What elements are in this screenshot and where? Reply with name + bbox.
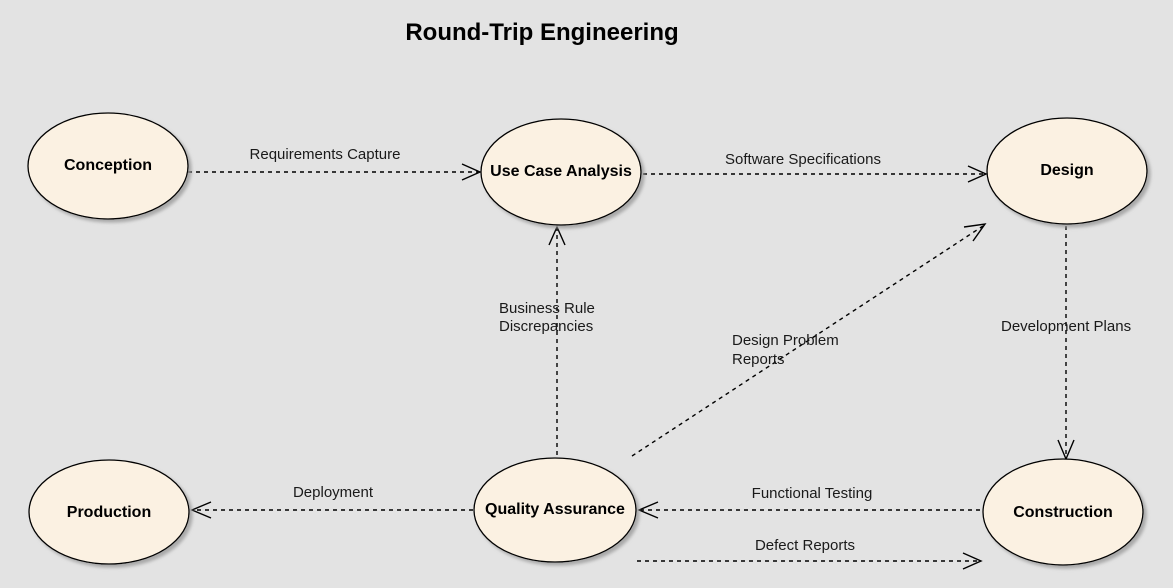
- edge-defect-reports: Defect Reports: [637, 537, 983, 570]
- node-use-case-analysis[interactable]: Use Case Analysis: [480, 118, 642, 226]
- edge-business-rule-discrepancies: Business Rule Discrepancies: [499, 225, 595, 455]
- edge-requirements-capture: Requirements Capture: [188, 146, 482, 181]
- node-label-design: Design: [1040, 162, 1093, 179]
- node-label-conception: Conception: [64, 157, 152, 174]
- edge-label-business-rule: Business Rule: [499, 300, 595, 317]
- node-production[interactable]: Production: [28, 459, 190, 565]
- edge-label-development-plans: Development Plans: [1001, 318, 1131, 335]
- edge-software-specifications: Software Specifications: [643, 151, 988, 183]
- edge-deployment: Deployment: [190, 484, 473, 519]
- edge-design-problem-reports: Design Problem Reports: [631, 223, 987, 457]
- edge-label-deployment: Deployment: [293, 484, 374, 501]
- edge-functional-testing: Functional Testing: [637, 485, 980, 519]
- node-design[interactable]: Design: [986, 117, 1148, 225]
- edge-label-defect-reports: Defect Reports: [755, 537, 855, 554]
- node-conception[interactable]: Conception: [27, 112, 189, 220]
- diagram-title: Round-Trip Engineering: [405, 19, 678, 46]
- node-label-construction: Construction: [1013, 504, 1113, 521]
- node-label-use-case-analysis: Use Case Analysis: [490, 163, 632, 180]
- edge-label-requirements-capture: Requirements Capture: [250, 146, 401, 163]
- node-quality-assurance[interactable]: Quality Assurance: [473, 457, 637, 563]
- node-construction[interactable]: Construction: [982, 458, 1144, 566]
- node-label-production: Production: [67, 504, 151, 521]
- edge-label-functional-testing: Functional Testing: [752, 485, 873, 502]
- edge-label-discrepancies: Discrepancies: [499, 318, 593, 335]
- edge-label-software-specifications: Software Specifications: [725, 151, 881, 168]
- edge-development-plans: Development Plans: [1001, 226, 1131, 461]
- edge-label-design-problem: Design Problem: [732, 332, 839, 349]
- node-label-quality-assurance: Quality Assurance: [485, 501, 625, 518]
- edge-label-reports: Reports: [732, 351, 785, 368]
